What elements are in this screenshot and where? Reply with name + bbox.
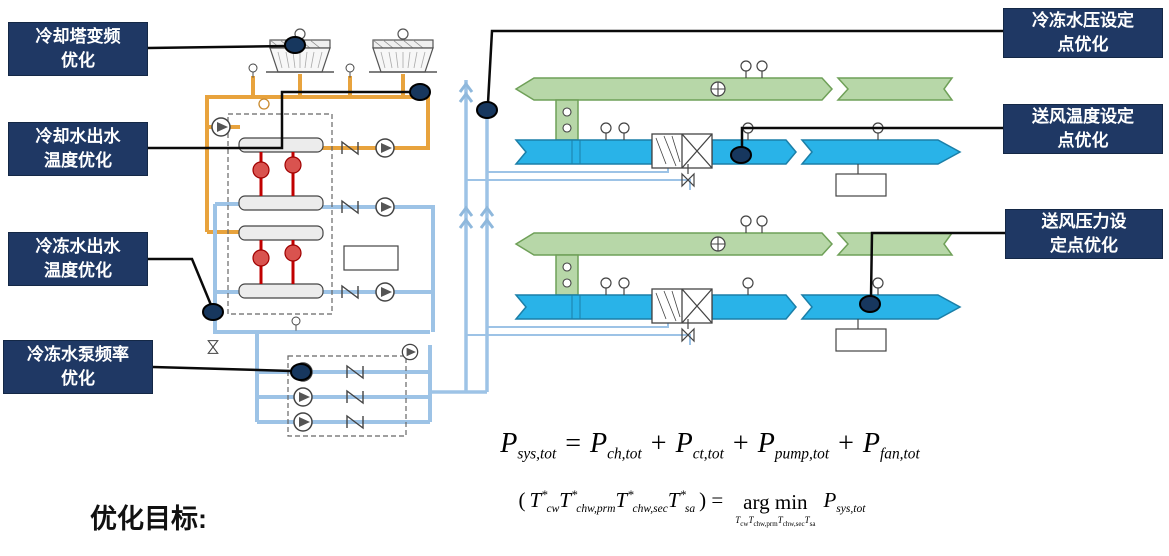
formula-term: Pct,tot bbox=[675, 428, 724, 463]
formula-term: T*chw,sec bbox=[615, 488, 668, 516]
formula-term: Pch,tot bbox=[590, 428, 642, 463]
formula-term: Psys,tot bbox=[500, 428, 557, 463]
callout-connectors bbox=[147, 29, 1005, 373]
callout-supply-air-temp-setpoint: 送风温度设定 点优化 bbox=[1003, 104, 1163, 154]
callout-chw-pump-frequency: 冷冻水泵频率 优化 bbox=[3, 340, 153, 394]
formula-term: T*sa bbox=[667, 488, 696, 516]
buffer-tank bbox=[343, 245, 399, 271]
anchor-marker-condenser-pipe bbox=[409, 83, 431, 101]
callout-text: 优化 bbox=[61, 369, 95, 388]
callout-text: 点优化 bbox=[1057, 131, 1109, 150]
cooling-tower-icon bbox=[368, 28, 438, 73]
formula-term: T*cw bbox=[529, 488, 560, 516]
anchor-marker-supply-air-1 bbox=[730, 146, 752, 164]
connector-line bbox=[486, 29, 1003, 104]
connector-line bbox=[740, 126, 1003, 148]
connector-line bbox=[148, 90, 411, 150]
anchor-marker-cooling-tower bbox=[284, 36, 306, 54]
callout-cooling-tower-vfd: 冷却塔变频 优化 bbox=[8, 22, 148, 76]
optimization-objective-label: 优化目标: bbox=[90, 504, 207, 534]
callout-chw-pressure-setpoint: 冷冻水压设定 点优化 bbox=[1003, 8, 1163, 58]
tower-valve-icon bbox=[248, 63, 258, 79]
formula-term: Pfan,tot bbox=[862, 428, 920, 463]
pump-icon bbox=[401, 343, 419, 361]
formula-term: Ppump,tot bbox=[757, 428, 830, 463]
callout-text: 冷却塔变频 bbox=[35, 27, 121, 47]
chiller-unit-2 bbox=[237, 224, 325, 300]
anchor-marker-supply-air-2 bbox=[859, 295, 881, 313]
callout-supply-air-pressure-setpoint: 送风压力设 定点优化 bbox=[1005, 209, 1163, 259]
callout-text: 冷冻水出水 bbox=[35, 237, 121, 257]
callout-condenser-water-temp: 冷却水出水 温度优化 bbox=[8, 122, 148, 176]
connector-line bbox=[152, 365, 293, 373]
anchor-marker-chw-pump bbox=[290, 363, 312, 381]
callout-chilled-water-temp: 冷冻水出水 温度优化 bbox=[8, 232, 148, 286]
pump-icon bbox=[375, 138, 395, 158]
callout-text: 冷冻水压设定 bbox=[1032, 11, 1134, 31]
connector-line bbox=[869, 231, 1005, 298]
riser-pipes bbox=[430, 80, 489, 394]
pipe-sensor-icon bbox=[258, 98, 270, 110]
callout-text: 送风压力设 bbox=[1041, 212, 1127, 232]
chw-pump-icon bbox=[293, 412, 313, 432]
anchor-marker-chw-supply bbox=[202, 303, 224, 321]
valve-icon bbox=[207, 340, 219, 354]
pipe-sensor-icon bbox=[291, 316, 301, 332]
pump-group-boundary bbox=[287, 355, 407, 437]
connector-line bbox=[148, 257, 213, 306]
callout-text: 冷冻水泵频率 bbox=[27, 345, 129, 365]
condenser-pump-icon bbox=[211, 117, 231, 137]
callout-text: 点优化 bbox=[1057, 35, 1109, 54]
ahu-system-2 bbox=[516, 216, 960, 351]
pump-icon bbox=[375, 282, 395, 302]
callout-text: 送风温度设定 bbox=[1032, 107, 1134, 127]
callout-text: 冷却水出水 bbox=[35, 127, 121, 147]
anchor-marker-chw-riser bbox=[476, 101, 498, 119]
power-sum-formula: Psys,tot=Pch,tot+Pct,tot+Ppump,tot+Pfan,… bbox=[500, 428, 920, 463]
callout-text: 优化 bbox=[61, 51, 95, 70]
callout-text: 定点优化 bbox=[1050, 236, 1118, 255]
chiller-plant-boundary bbox=[227, 113, 333, 315]
chw-pump-icon bbox=[293, 387, 313, 407]
flow-arrow-icons bbox=[458, 81, 495, 229]
formula-term: T*chw,prm bbox=[559, 488, 616, 516]
callout-text: 温度优化 bbox=[44, 151, 112, 170]
tower-valve-icon bbox=[345, 63, 355, 79]
callout-text: 温度优化 bbox=[44, 261, 112, 280]
callout-anchors bbox=[202, 36, 881, 381]
pump-icon bbox=[375, 197, 395, 217]
connector-line bbox=[147, 44, 288, 50]
formula-term: Psys,tot bbox=[823, 488, 866, 516]
